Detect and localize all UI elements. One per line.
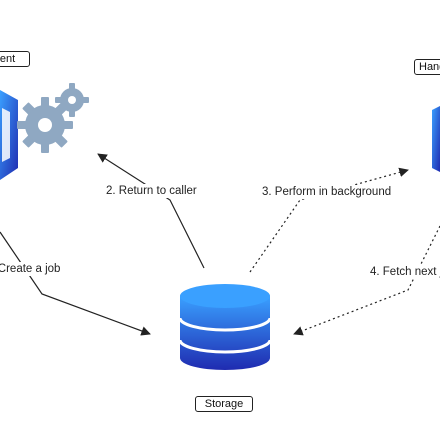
small-gear-icon	[55, 83, 89, 117]
handler-icon	[432, 106, 440, 172]
edge-label-perform-in-background: 3. Perform in background	[260, 185, 394, 199]
client-icon	[0, 83, 89, 180]
storage-label: Storage	[195, 396, 253, 412]
edge-create-job	[0, 231, 151, 336]
edge-label-create-job: 1. Create a job	[0, 262, 63, 276]
handler-label: Handler	[414, 59, 440, 75]
client-label-text: Client	[0, 53, 16, 65]
database-icon	[178, 284, 272, 370]
edge-label-fetch-next: 4. Fetch next job	[368, 265, 440, 279]
client-label: Client	[0, 51, 30, 67]
edge-fetch-next	[293, 225, 440, 336]
large-gear-icon	[17, 97, 73, 153]
edge-return-to-caller	[97, 153, 205, 269]
edge-label-return-to-caller: 2. Return to caller	[104, 184, 199, 198]
storage-label-text: Storage	[204, 398, 244, 410]
handler-label-text: Handler	[419, 61, 440, 73]
